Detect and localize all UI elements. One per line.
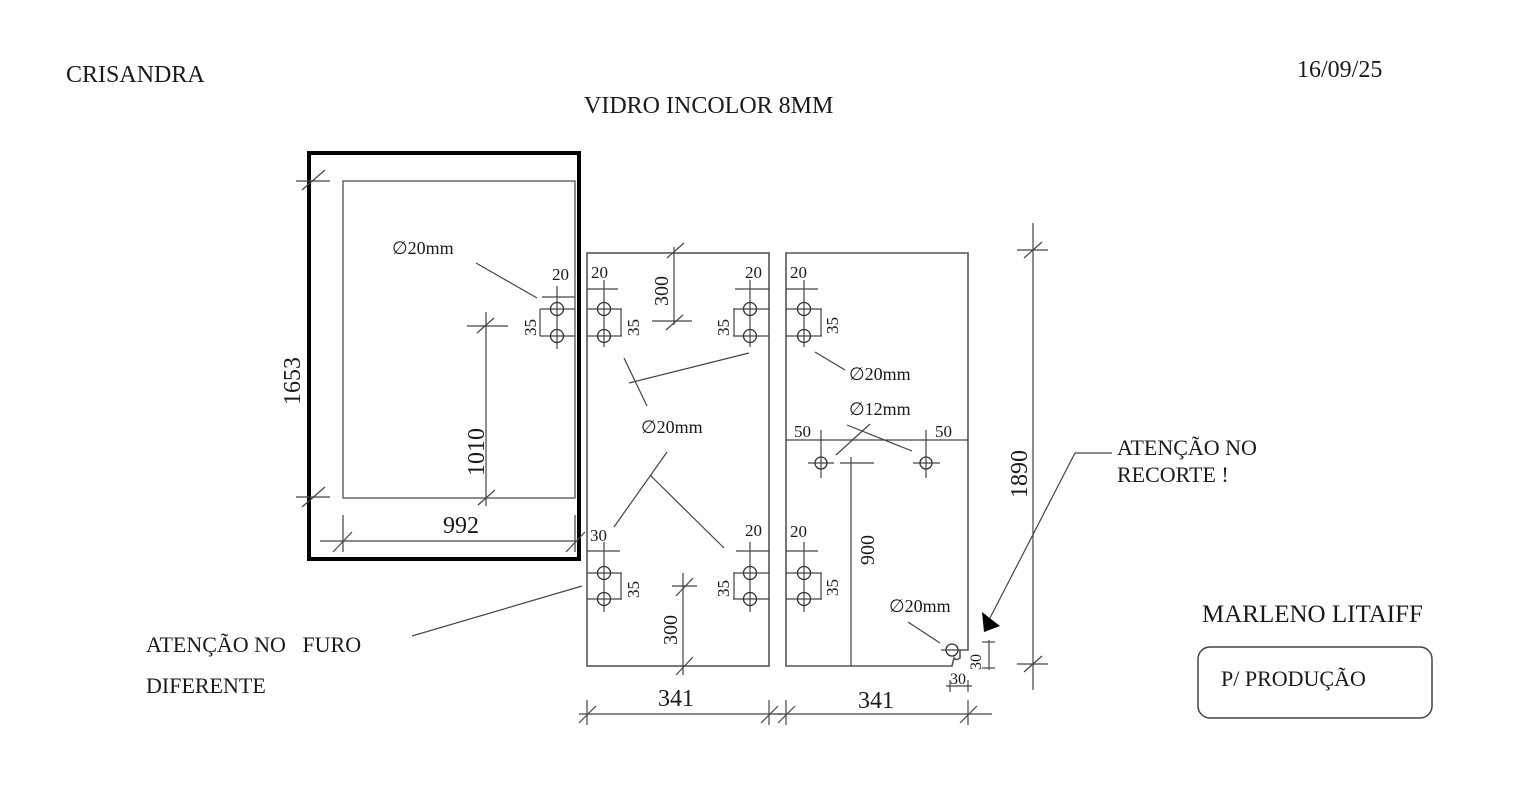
panel-a-outline: [342, 180, 576, 499]
material-title: VIDRO INCOLOR 8MM: [584, 93, 834, 119]
panel-a-hinge-label: 1010: [464, 428, 490, 476]
panel-a-width-label: 992: [443, 513, 479, 539]
leader-line: [475, 262, 538, 299]
hole: [796, 565, 812, 581]
leader-line: [613, 451, 668, 528]
dim-label: 20: [591, 263, 608, 282]
hole-12mm: [919, 456, 933, 470]
hole: [596, 301, 612, 317]
panel-c-outline: [785, 252, 969, 667]
dim-label: 20: [745, 521, 762, 540]
hole-diameter-label: ∅20mm: [392, 238, 454, 258]
dim-label: 900: [857, 535, 879, 565]
hole: [796, 301, 812, 317]
dim-label: 35: [714, 580, 733, 597]
leader-line: [649, 474, 725, 549]
dim-label: 20: [552, 265, 569, 284]
leader-line: [814, 351, 846, 371]
dim-label: 50: [935, 422, 952, 441]
callout-furo-leader: [411, 585, 583, 637]
dim-label: 30: [590, 526, 607, 545]
leader-line: [846, 424, 913, 452]
hole: [549, 301, 565, 317]
client-name: CRISANDRA: [66, 62, 205, 88]
panel-b: 20 35 20 35 300 ∅20mm 30 35: [578, 242, 782, 725]
hole: [742, 328, 758, 344]
hole-diameter-label: ∅20mm: [849, 364, 911, 384]
dim-label: 300: [660, 615, 682, 645]
dim-label: 20: [745, 263, 762, 282]
highlight-frame: [307, 151, 581, 561]
hole: [549, 328, 565, 344]
callout-recorte: [982, 452, 1112, 632]
leader-line: [989, 452, 1112, 619]
hole: [796, 591, 812, 607]
hole-12mm: [814, 456, 828, 470]
panel-a: 1653 992 1010 20 35 ∅20mm: [280, 151, 586, 561]
hole: [596, 591, 612, 607]
dim-label: 35: [624, 581, 643, 598]
stamp-label: P/ PRODUÇÃO: [1221, 666, 1366, 691]
leader-line: [835, 423, 871, 456]
hole: [596, 328, 612, 344]
hole-diameter-label: ∅12mm: [849, 399, 911, 419]
hole: [742, 301, 758, 317]
panel-c-width-label: 341: [858, 688, 894, 714]
leader-line: [907, 621, 941, 644]
panel-c-height-label: 1890: [1007, 450, 1033, 498]
note-furo-line1: ATENÇÃO NO FURO: [146, 632, 362, 657]
dim-label: 35: [823, 579, 842, 596]
leader-line: [628, 352, 750, 384]
note-recorte-line1: ATENÇÃO NO: [1117, 435, 1257, 460]
date: 16/09/25: [1297, 57, 1383, 83]
dim-label: 30: [950, 671, 966, 688]
hole: [596, 565, 612, 581]
hole: [742, 565, 758, 581]
arrow-icon: [982, 612, 1000, 632]
dim-label: 20: [790, 263, 807, 282]
dim-label: 300: [651, 276, 673, 306]
dim-label: 35: [521, 319, 540, 336]
hole: [742, 591, 758, 607]
dim-label: 30: [968, 654, 985, 670]
dim-label: 35: [823, 317, 842, 334]
dim-label: 50: [794, 422, 811, 441]
dim-label: 35: [624, 319, 643, 336]
panel-a-height-label: 1653: [280, 357, 306, 405]
leader-line: [623, 357, 648, 407]
stamp-box: [1197, 646, 1433, 719]
dim-label: 20: [790, 522, 807, 541]
panel-b-width-label: 341: [658, 686, 694, 712]
panel-b-outline: [586, 252, 770, 667]
hole: [796, 328, 812, 344]
hole-diameter-label: ∅20mm: [889, 596, 951, 616]
note-furo-line2: DIFERENTE: [146, 673, 266, 698]
signature: MARLENO LITAIFF: [1202, 601, 1423, 628]
panel-c: 20 35 ∅20mm ∅12mm 50 50 900 20 35 ∅20mm: [777, 223, 1048, 725]
note-recorte-line2: RECORTE !: [1117, 462, 1229, 487]
hole-diameter-label: ∅20mm: [641, 417, 703, 437]
dim-label: 35: [714, 319, 733, 336]
